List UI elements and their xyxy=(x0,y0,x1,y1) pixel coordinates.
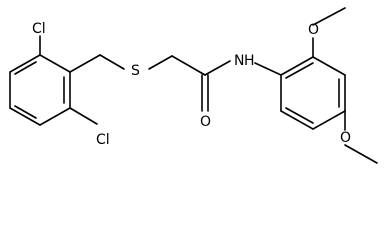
atom-sulfur: S xyxy=(131,63,140,79)
bond-ring-a-4 xyxy=(9,107,41,126)
bond-ring-b-1 xyxy=(280,56,314,76)
bond-ring-a-3 xyxy=(39,107,71,126)
structure-canvas: Cl Cl S O N H O O xyxy=(9,7,378,164)
bond-ring-a-inner-3 xyxy=(14,61,37,75)
atom-oxygen-carbonyl: O xyxy=(200,114,211,130)
bond-benzyl-ch2 xyxy=(69,54,101,73)
bonds xyxy=(9,7,378,164)
atom-labels: Cl Cl S O N H O O xyxy=(32,21,351,148)
bond-n-ring xyxy=(254,62,282,76)
bond-methoxy-top-methyl xyxy=(312,7,346,26)
bond-ring-a-1 xyxy=(39,54,71,73)
bond-ring-b-4 xyxy=(312,110,346,130)
bond-ring-b-5 xyxy=(280,110,314,130)
atom-cl-top: Cl xyxy=(32,21,46,37)
bond-ring-b-2 xyxy=(312,56,346,76)
atom-cl-bottom: Cl xyxy=(96,132,110,148)
atom-nitrogen: N xyxy=(234,53,244,69)
atom-oxygen-methoxy-top: O xyxy=(308,22,319,38)
bond-methoxy-bottom-methyl xyxy=(344,144,378,164)
bond-ch2-s xyxy=(99,54,125,70)
bond-ring-a-inner-2 xyxy=(14,105,37,119)
bond-carbonyl-n xyxy=(204,60,231,76)
bond-cl-bottom xyxy=(69,107,98,125)
bond-ring-b-inner-1 xyxy=(285,62,314,79)
bond-s-ch2 xyxy=(148,55,173,70)
atom-oxygen-methoxy-bottom: O xyxy=(340,130,351,146)
bond-ch2-carbonyl xyxy=(171,55,206,76)
bond-ring-a-6 xyxy=(9,54,41,73)
atom-hydrogen: H xyxy=(244,53,255,69)
bond-ring-b-inner-3 xyxy=(285,107,314,124)
molecule-structure-diagram: Cl Cl S O N H O O xyxy=(9,7,378,164)
